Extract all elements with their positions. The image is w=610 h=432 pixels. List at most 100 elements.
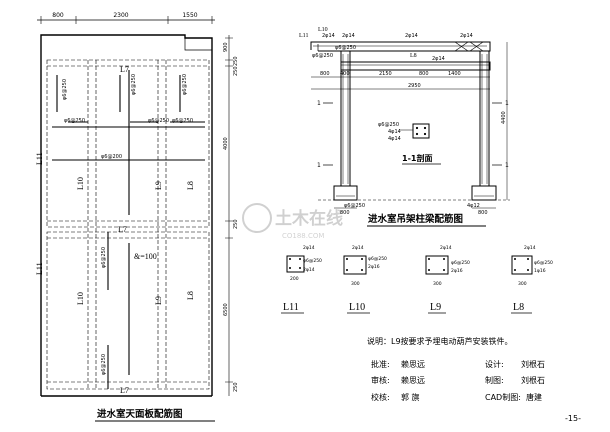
frame-rebar-5: φ6@250 (335, 45, 356, 51)
frame-elevation: L11 L10 L8 2φ14 2φ14 2φ14 2φ14 φ6@250 φ6… (299, 27, 510, 227)
right-dim-2: 250 (233, 56, 239, 66)
l9-rebar-1: 2φ14 (440, 245, 452, 251)
section-rebar-1: φ6@250 (378, 122, 399, 128)
right-dim-5: 250 (233, 219, 239, 229)
frame-title: 进水室吊架柱梁配筋图 (368, 213, 463, 225)
bar-mark-l10-bottom: L10 (76, 292, 85, 305)
right-dim-7: 250 (233, 382, 239, 392)
signoff-name-4: 刘根石 (521, 375, 545, 385)
l10-rebar-3: 2φ16 (368, 264, 380, 270)
rebar-label-1: φ6@250 (62, 79, 68, 100)
top-dim-1: 800 (52, 12, 64, 19)
slab-plan-title: 进水室天面板配筋图 (97, 408, 183, 420)
bar-mark-l8-bottom: L8 (186, 291, 195, 300)
frame-rebar-4: 2φ14 (460, 33, 473, 39)
section-mark-3: 1 (317, 162, 321, 169)
beam-section-l11: 2φ14 φ6@250 2φ14 200 L11 (281, 245, 322, 314)
frame-rebar-3: 2φ14 (405, 33, 418, 39)
section-1-1-detail (412, 123, 430, 139)
signoff-name-6: 唐建 (526, 392, 542, 402)
l11-rebar-3: 2φ14 (303, 267, 315, 273)
beam-section-l9: 2φ14 φ6@250 2φ16 300 L9 (425, 245, 470, 314)
signoff-name-3: 赖思远 (401, 375, 425, 385)
frame-dim-9: 800 (478, 210, 488, 216)
rebar-label-6: φ6@200 (101, 154, 122, 160)
foot-label-1: φ6@250 (344, 203, 365, 209)
l10-mark: L10 (349, 302, 365, 313)
bar-mark-l9-bottom: L9 (154, 296, 163, 305)
signoff-role-1: 批准: (371, 359, 390, 369)
frame-label-l10: L10 (318, 27, 328, 33)
slab-thickness: &=100 (134, 252, 157, 261)
bar-mark-l10-top: L10 (76, 177, 85, 190)
page-number: -15- (565, 414, 581, 423)
rebar-label-5: φ6@250 (148, 118, 169, 124)
signoff-role-4: 制图: (485, 375, 504, 385)
l10-rebar-2: φ6@250 (368, 256, 387, 262)
l11-rebar-2: φ6@250 (303, 258, 322, 264)
l8-mark: L8 (513, 302, 524, 313)
l8-rebar-2: φ6@250 (534, 260, 553, 266)
l8-rebar-3: 1φ16 (534, 268, 546, 274)
note-text: 说明：L9按要求予埋电动葫芦安装铁件。 (367, 336, 513, 346)
watermark-main: 土木在线 (275, 208, 343, 229)
l9-rebar-2: φ6@250 (451, 260, 470, 266)
section-mark-1: 1 (317, 100, 321, 107)
frame-dim-3: 2150 (379, 71, 392, 77)
signoff-role-3: 审核: (371, 375, 390, 385)
bar-mark-l11-top: L11 (35, 152, 44, 165)
l10-dim: 300 (351, 281, 360, 287)
watermark: 土木在线 CO188.COM (242, 203, 343, 240)
beam-section-l8: 2φ14 φ6@250 1φ16 300 L8 (511, 245, 553, 314)
frame-rebar-1: 2φ14 (322, 33, 335, 39)
l11-mark: L11 (283, 302, 299, 313)
bar-mark-l11-bottom: L11 (35, 262, 44, 275)
beam-sections: 2φ14 φ6@250 2φ14 200 L11 2φ14 φ6@250 2φ1… (281, 245, 553, 314)
right-dim-6: 6500 (223, 303, 229, 316)
signoff-block: 批准: 赖思远 设计: 刘根石 审核: 赖思远 制图: 刘根石 校核: 郭 旗 … (371, 359, 545, 402)
frame-dim-6: 2950 (408, 83, 421, 89)
section-1-1-title: 1-1剖面 (402, 153, 432, 163)
section-rebar-3: 4φ14 (388, 136, 401, 142)
signoff-role-5: 校核: (371, 392, 390, 402)
l11-dim: 200 (290, 276, 299, 282)
l9-rebar-3: 2φ16 (451, 268, 463, 274)
signoff-role-2: 设计: (485, 359, 504, 369)
foot-label-2: 4φ12 (467, 203, 480, 209)
rebar-label-2: φ6@250 (131, 74, 137, 95)
l8-dim: 300 (518, 281, 527, 287)
rebar-label-4: φ6@250 (64, 118, 85, 124)
frame-rebar-2: 2φ14 (342, 33, 355, 39)
frame-rebar-7: 2φ14 (432, 56, 445, 62)
frame-dim-2: 400 (340, 71, 350, 77)
frame-rebar-6: φ6@250 (312, 53, 333, 59)
frame-dim-5: 1400 (448, 71, 461, 77)
l9-mark: L9 (430, 302, 441, 313)
rebar-label-7: φ6@250 (172, 118, 193, 124)
right-dim-4: 4000 (223, 137, 229, 150)
l9-dim: 300 (433, 281, 442, 287)
frame-dim-4: 800 (419, 71, 429, 77)
l8-rebar-1: 2φ14 (524, 245, 536, 251)
bar-mark-l7-top: L7 (120, 65, 129, 74)
signoff-name-2: 刘根石 (521, 359, 545, 369)
bar-mark-l7-bottom: L7 (120, 386, 129, 395)
rebar-label-3: φ6@250 (182, 74, 188, 95)
section-rebar-2: 4φ14 (388, 129, 401, 135)
watermark-sub: CO188.COM (282, 232, 324, 240)
signoff-name-1: 赖思远 (401, 359, 425, 369)
l11-rebar-1: 2φ14 (303, 245, 315, 251)
top-dim-2: 2300 (113, 12, 128, 19)
frame-label-l8: L8 (410, 53, 417, 59)
rebar-label-9: φ6@250 (101, 354, 107, 375)
section-mark-4: 1 (505, 162, 509, 169)
bar-mark-l9-top: L9 (154, 181, 163, 190)
frame-label-l11: L11 (299, 33, 308, 39)
l10-rebar-1: 2φ14 (352, 245, 364, 251)
right-dim-3: 250 (233, 66, 239, 76)
right-dim-1: 900 (223, 42, 229, 52)
bar-mark-l8-top: L8 (186, 181, 195, 190)
watermark-logo-icon (242, 203, 272, 233)
signoff-name-5: 郭 旗 (401, 392, 420, 402)
